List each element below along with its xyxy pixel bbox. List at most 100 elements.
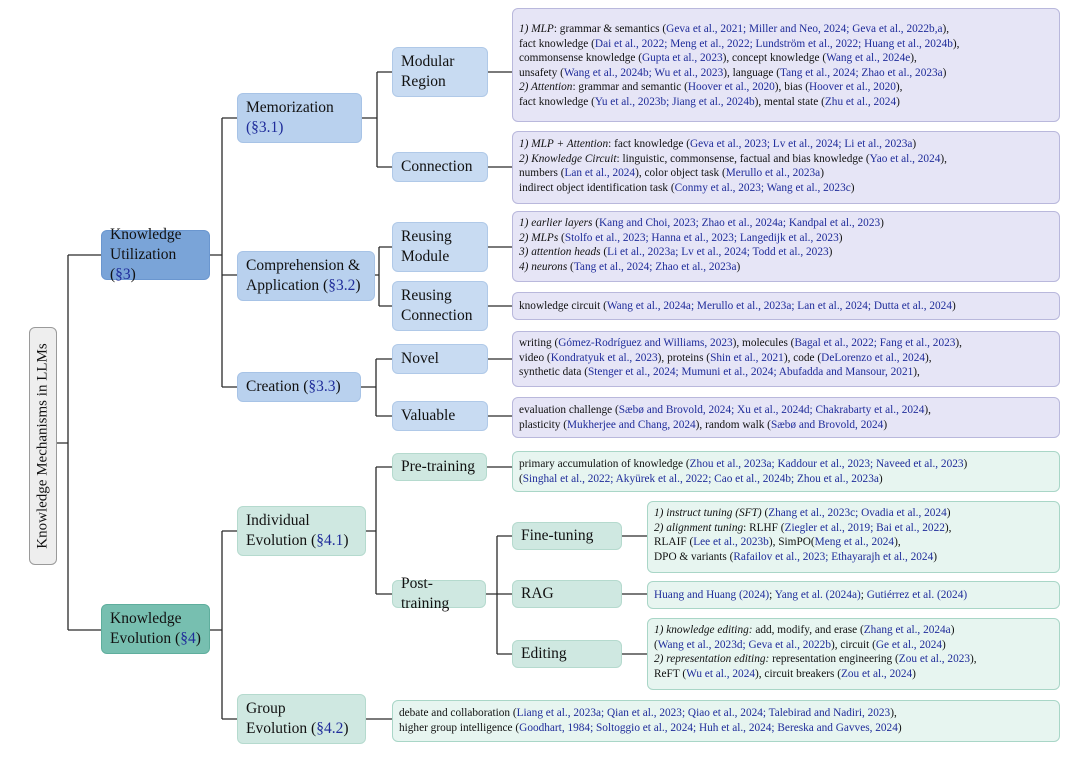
node-label-line1: Individual: [246, 512, 310, 529]
leaf-line: video (Kondratyuk et al., 2023), protein…: [519, 351, 1053, 366]
leaf-text: numbers (: [519, 167, 565, 180]
leaf-text: : grammar & semantics (: [553, 23, 667, 35]
leaf-text: ), concept knowledge (: [722, 52, 827, 65]
node-label: Post-training: [401, 575, 450, 612]
citation: Zhang et al., 2023c; Ovadia et al., 2024: [768, 507, 947, 519]
leaf-text: ): [946, 507, 951, 519]
node-fine-tuning: Fine-tuning: [512, 522, 622, 550]
leaf-line: 1) earlier layers (Kang and Choi, 2023; …: [519, 216, 1053, 231]
root-node: Knowledge Mechanisms in LLMs: [29, 327, 57, 565]
leaf-text: ): [912, 667, 916, 680]
leaf-text: ;: [860, 589, 867, 601]
root-label: Knowledge Mechanisms in LLMs: [34, 343, 51, 549]
leaf-line: (Wang et al., 2023d; Geva et al., 2022b)…: [654, 638, 1053, 653]
citation: Zhang et al., 2024a: [863, 624, 951, 636]
leaf-text: ): [897, 721, 902, 734]
leaf-text: ),: [910, 52, 917, 65]
leaf-rag: Huang and Huang (2024); Yang et al. (202…: [647, 581, 1060, 609]
leaf-connection: 1) MLP + Attention: fact knowledge (Geva…: [512, 131, 1060, 204]
leaf-text: ), bias (: [774, 81, 809, 94]
emphasis-label: 2) Knowledge Circuit: [519, 152, 617, 165]
leaf-text: ),: [944, 521, 952, 534]
citation: Tang et al., 2024; Zhao et al., 2023a: [573, 260, 737, 273]
leaf-text: ): [883, 418, 888, 431]
leaf-text: ), circuit (: [830, 638, 876, 651]
citation: Singhal et al., 2022; Akyürek et al., 20…: [522, 472, 879, 485]
emphasis-label: 1) instruct tuning (SFT): [654, 507, 762, 519]
citation: Li et al., 2023a; Lv et al., 2024; Todd …: [607, 246, 829, 259]
citation: Yang et al. (2024a): [774, 589, 861, 601]
node-connection: Connection: [392, 152, 488, 182]
leaf-text: : linguistic, commonsense, factual and b…: [616, 152, 870, 165]
leaf-text: ),: [894, 536, 901, 549]
leaf-text: ): [896, 95, 900, 108]
leaf-text: ): [942, 66, 947, 79]
node-label-line1: Modular: [401, 53, 455, 70]
leaf-text: ),: [952, 37, 960, 50]
citation: Wang et al., 2023d; Geva et al., 2022b: [657, 638, 831, 651]
leaf-line: synthetic data (Stenger et al., 2024; Mu…: [519, 365, 1053, 380]
leaf-line: numbers (Lan et al., 2024), color object…: [519, 166, 1053, 181]
leaf-text: (: [654, 638, 658, 651]
emphasis-label: 2) alignment tuning: [654, 521, 744, 534]
citation: Lee et al., 2023b: [693, 536, 769, 549]
leaf-line: 2) MLPs (Stolfo et al., 2023; Hanna et a…: [519, 231, 1053, 246]
node-label-line1: Knowledge: [110, 610, 182, 627]
leaf-text: debate and collaboration (: [399, 707, 517, 719]
leaf-fine-tuning: 1) instruct tuning (SFT) (Zhang et al., …: [647, 501, 1060, 573]
leaf-line: indirect object identification task (Con…: [519, 181, 1053, 196]
leaf-line: 2) representation editing: representatio…: [654, 652, 1053, 667]
citation: Stenger et al., 2024; Mumuni et al., 202…: [588, 366, 914, 379]
leaf-text: ), proteins (: [657, 351, 711, 364]
leaf-text: ),: [895, 81, 903, 94]
leaf-line: 1) MLP: grammar & semantics (Geva et al.…: [519, 22, 1053, 37]
leaf-text: : RLHF (: [743, 521, 785, 534]
citation: Geva et al., 2023; Lv et al., 2024; Li e…: [689, 138, 913, 150]
node-editing: Editing: [512, 640, 622, 668]
leaf-line: fact knowledge (Yu et al., 2023b; Jiang …: [519, 95, 1053, 110]
leaf-text: ): [942, 638, 946, 651]
leaf-text: ): [933, 550, 937, 563]
leaf-text: ): [850, 181, 855, 194]
leaf-valuable: evaluation challenge (Sæbø and Brovold, …: [512, 397, 1060, 438]
leaf-line: 3) attention heads (Li et al., 2023a; Lv…: [519, 245, 1053, 260]
leaf-line: (Singhal et al., 2022; Akyürek et al., 2…: [519, 472, 1053, 487]
leaf-novel: writing (Gómez-Rodríguez and Williams, 2…: [512, 331, 1060, 387]
node-label-line1: Comprehension &: [246, 257, 361, 274]
node-knowledge-utilization: Knowledge Utilization (§3): [101, 226, 210, 283]
emphasis-label: 3) attention heads: [519, 246, 601, 259]
node-label: RAG: [521, 585, 554, 602]
citation: Wu et al., 2024: [686, 667, 756, 680]
citation: Lan et al., 2024: [564, 167, 636, 180]
node-label: Novel: [401, 350, 439, 367]
leaf-text: ), mental state (: [754, 95, 825, 108]
node-individual-evolution: Individual Evolution (§4.1): [237, 506, 366, 556]
citation: Huang and Huang (2024): [654, 589, 770, 601]
leaf-line: commonsense knowledge (Gupta et al., 202…: [519, 51, 1053, 66]
leaf-text: commonsense knowledge (: [519, 52, 642, 65]
citation: Hoover et al., 2020: [687, 81, 775, 94]
citation: Wang et al., 2024e: [826, 52, 911, 65]
leaf-line: debate and collaboration (Liang et al., …: [399, 706, 1053, 721]
citation: Zhou et al., 2023a; Kaddour et al., 2023…: [689, 458, 964, 470]
leaf-text: knowledge circuit (: [519, 300, 607, 312]
node-novel: Novel: [392, 344, 488, 374]
citation: Ge et al., 2024: [875, 638, 943, 651]
leaf-text: plasticity (: [519, 418, 568, 431]
citation: Gómez-Rodríguez and Williams, 2023: [558, 337, 733, 349]
leaf-line: DPO & variants (Rafailov et al., 2023; E…: [654, 550, 1053, 565]
citation: Gutiérrez et al. (2024): [866, 589, 968, 601]
node-valuable: Valuable: [392, 401, 488, 431]
node-modular-region: Modular Region: [392, 47, 488, 97]
leaf-text: ): [963, 458, 968, 470]
citation: Gupta et al., 2023: [641, 52, 723, 65]
citation: Ziegler et al., 2019; Bai et al., 2022: [784, 521, 945, 534]
emphasis-label: 1) MLP: [519, 23, 554, 35]
leaf-text: ), color object task (: [635, 167, 726, 180]
leaf-text: fact knowledge (: [519, 95, 595, 108]
leaf-text: ReFT (: [654, 667, 687, 680]
citation: Liang et al., 2023a; Qian et al., 2023; …: [516, 707, 891, 719]
node-label: Creation (§3.3): [246, 378, 341, 395]
node-label-line2: (§3.1): [246, 119, 284, 136]
